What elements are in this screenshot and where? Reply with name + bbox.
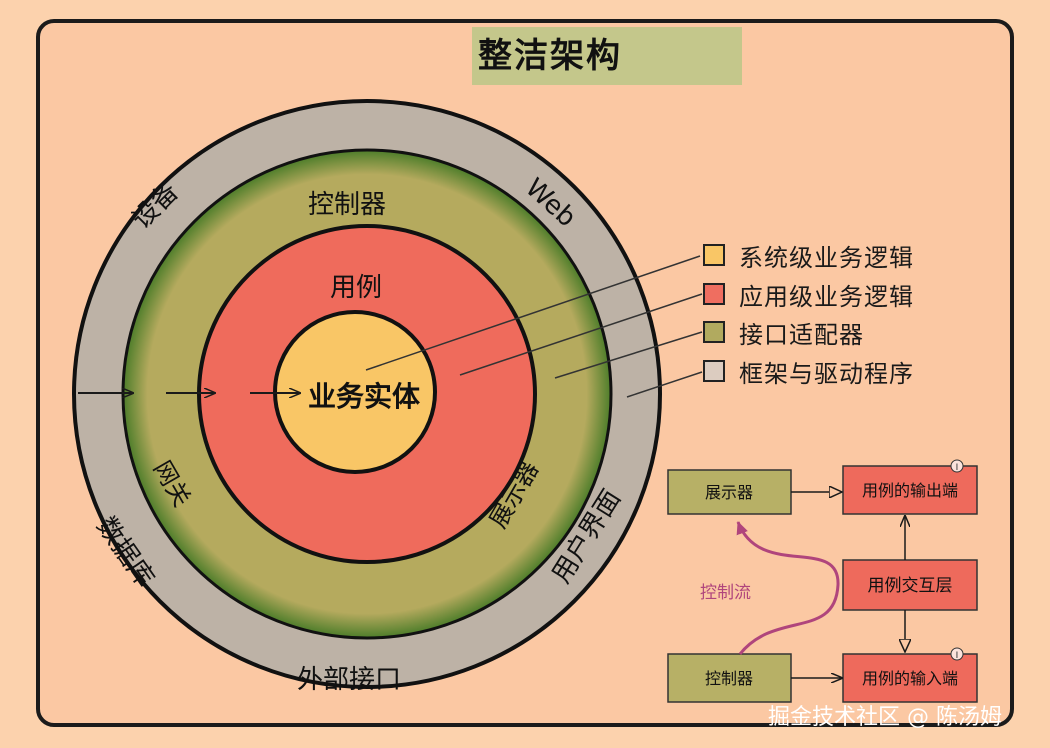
presenter-box <box>667 469 792 515</box>
legend-item-frameworks: 框架与驱动程序 <box>703 356 914 388</box>
legend-swatch <box>703 283 725 305</box>
control-flow-arrow <box>736 521 840 655</box>
flow-diagram: 展示器 用例的输出端 I 用例交互层 控制器 用例的输入端 I 控制流 <box>667 459 978 703</box>
usecase-interactor-box <box>842 559 978 611</box>
diagram-title: 整洁架构 <box>472 27 742 85</box>
label-entities: 业务实体 <box>308 380 421 413</box>
interface-icon: I <box>950 459 964 473</box>
legend-item-entities: 系统级业务逻辑 <box>703 240 914 272</box>
legend-label: 接口适配器 <box>739 320 864 349</box>
leader-line-entities <box>365 255 701 371</box>
svg-text:I: I <box>956 463 959 473</box>
label-external: 外部接口 <box>297 665 401 695</box>
control-flow-label: 控制流 <box>700 583 751 603</box>
usecase-input-label: 用例的输入端 <box>862 669 958 688</box>
legend-swatch <box>703 244 725 266</box>
leader-line-usecases <box>459 293 703 376</box>
label-usecases: 用例 <box>330 273 382 303</box>
legend-item-usecases: 应用级业务逻辑 <box>703 279 914 311</box>
interface-icon: I <box>950 647 964 661</box>
usecase-input-box <box>842 653 978 703</box>
usecase-output-label: 用例的输出端 <box>862 481 958 500</box>
legend-label: 框架与驱动程序 <box>739 359 914 388</box>
watermark: 掘金技术社区 @ 陈汤姆 <box>768 705 1002 730</box>
legend-swatch <box>703 321 725 343</box>
usecase-output-box <box>842 465 978 515</box>
legend-label: 应用级业务逻辑 <box>739 282 914 311</box>
presenter-box-label: 展示器 <box>705 483 753 502</box>
leader-line-adapters <box>554 331 703 379</box>
label-controllers: 控制器 <box>308 190 386 220</box>
legend-label: 系统级业务逻辑 <box>739 243 914 272</box>
controller-box-label: 控制器 <box>705 669 753 688</box>
leader-line-frameworks <box>626 371 703 398</box>
svg-text:I: I <box>956 651 959 661</box>
legend-swatch <box>703 360 725 382</box>
usecase-interactor-label: 用例交互层 <box>868 576 953 596</box>
legend-item-adapters: 接口适配器 <box>703 317 864 349</box>
